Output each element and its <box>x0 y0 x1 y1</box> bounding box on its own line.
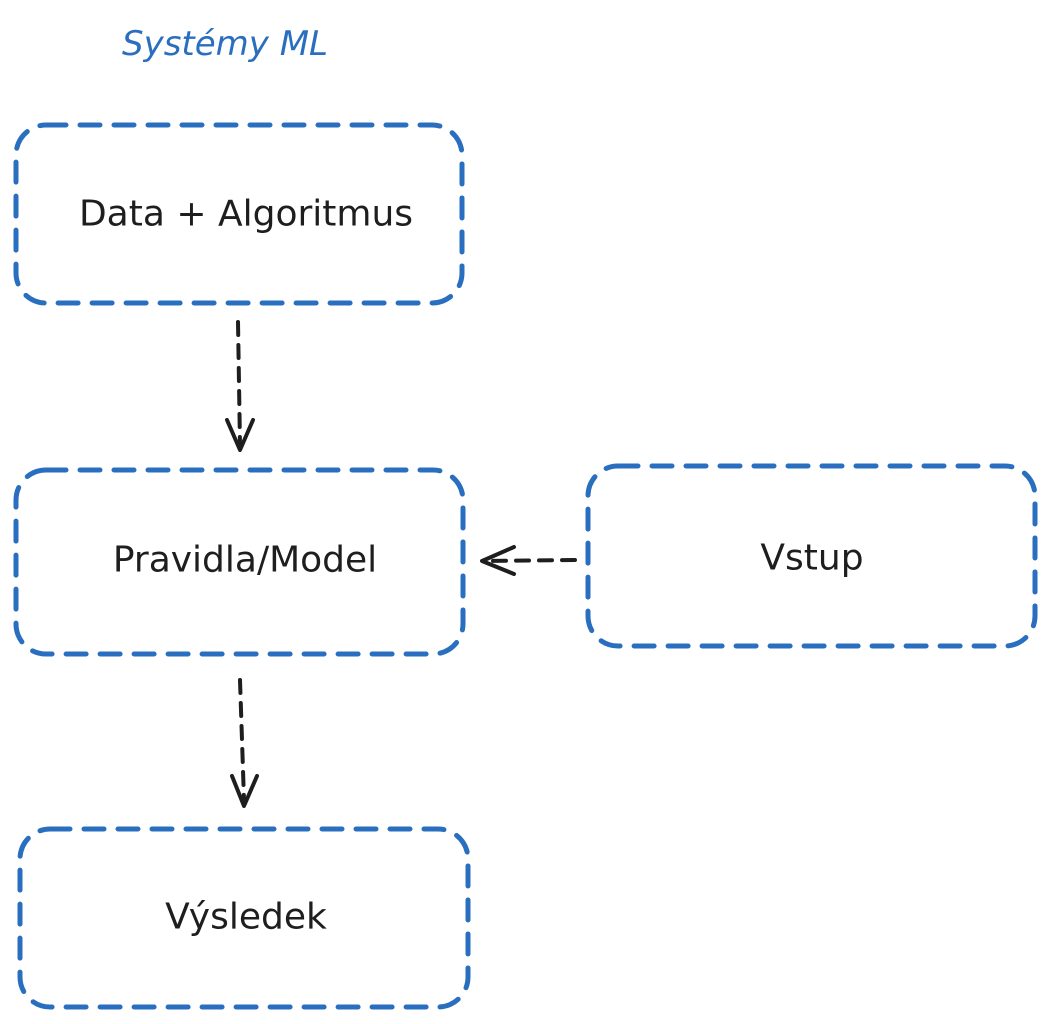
node-input-label: Vstup <box>760 538 863 579</box>
edge-data-to-model-arrowhead <box>225 418 255 452</box>
node-rules-model-box <box>13 467 466 657</box>
node-result: Výsledek <box>17 826 471 1010</box>
edge-model-to-result <box>230 678 259 808</box>
node-data-algorithm-label: Data + Algoritmus <box>79 194 413 235</box>
edge-input-to-model-arrowhead <box>480 545 516 576</box>
node-input: Vstup <box>585 463 1038 649</box>
edge-data-to-model <box>225 320 255 452</box>
edge-data-to-model-line <box>236 320 242 447</box>
node-data-algorithm-box <box>13 122 465 306</box>
node-data-algorithm: Data + Algoritmus <box>13 122 465 306</box>
edge-input-to-model-line <box>484 558 577 563</box>
edge-model-to-result-arrowhead <box>230 774 259 808</box>
diagram-title: Systémy ML <box>122 24 328 64</box>
node-input-box <box>585 463 1038 649</box>
node-result-box <box>17 826 471 1010</box>
edge-model-to-result-line <box>238 678 246 802</box>
node-rules-model-label: Pravidla/Model <box>113 540 377 581</box>
edge-input-to-model <box>480 545 577 576</box>
node-result-label: Výsledek <box>165 897 327 938</box>
node-rules-model: Pravidla/Model <box>13 467 466 657</box>
